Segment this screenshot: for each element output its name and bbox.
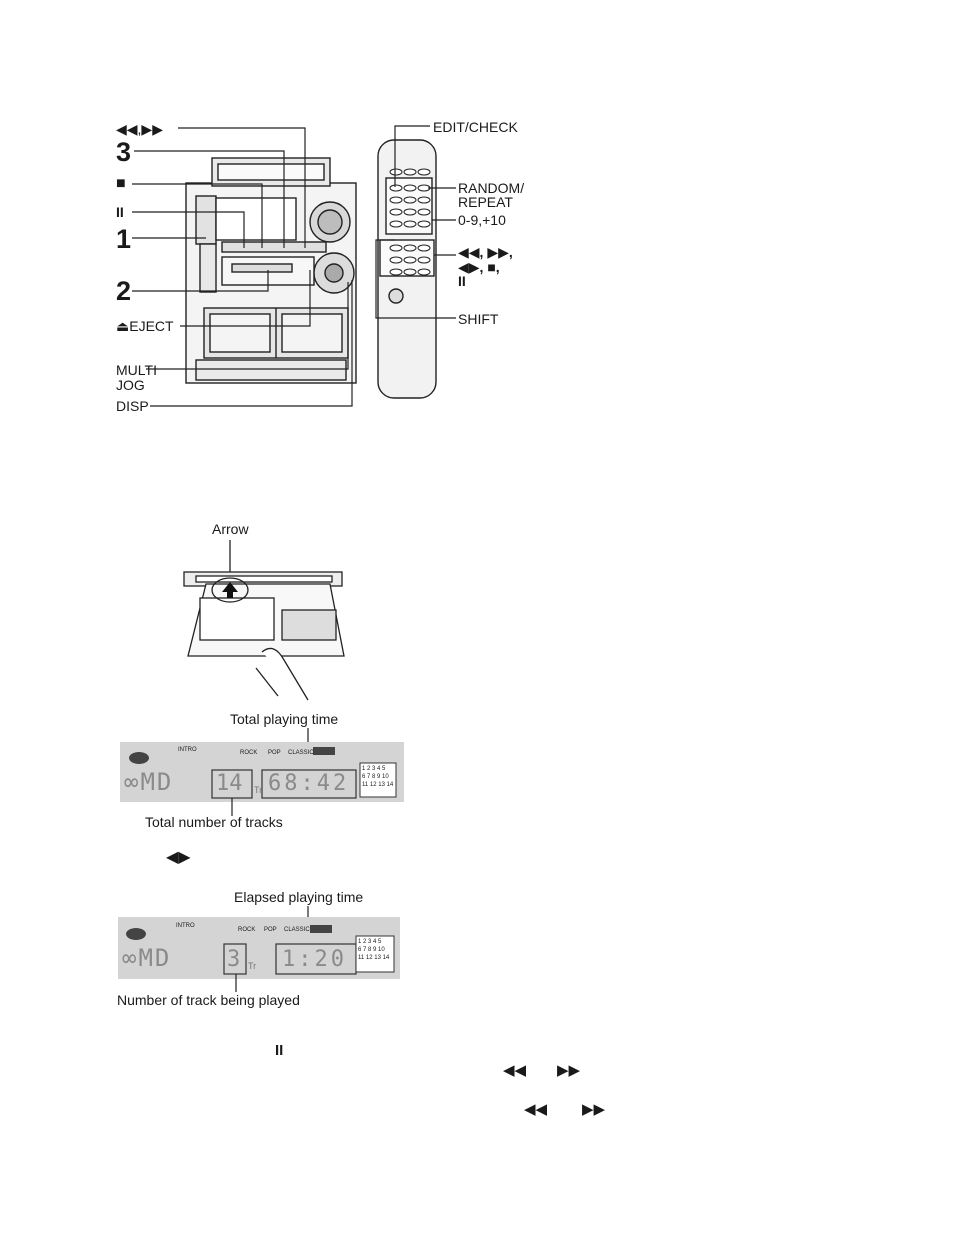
total-tracks-caption: Total number of tracks [145, 814, 283, 830]
disp-label: DISP [116, 398, 149, 414]
lcd-source-text: MD [140, 768, 174, 796]
arrow-icon [222, 582, 238, 598]
lcd-disc-icon: ∞ [124, 768, 141, 796]
lcd-small-label: INTRO [178, 747, 197, 753]
eq-rock-label: ROCK [240, 750, 258, 756]
skip-label: ◀◀,▶▶ [116, 121, 163, 137]
pause-label: II [116, 204, 124, 220]
shift-label: SHIFT [458, 311, 499, 327]
step-1-label: 1 [116, 224, 132, 254]
eq-pop-label: POP [268, 750, 281, 756]
elapsed-playing-time-caption: Elapsed playing time [234, 889, 364, 905]
step-2-label: 2 [116, 276, 132, 306]
edit-check-label: EDIT/CHECK [433, 119, 518, 135]
lcd-current-track: 3 [227, 947, 241, 972]
multi-jog-label-1: MULTI [116, 362, 157, 378]
lcd-md-source: ∞MD [124, 768, 173, 796]
transport-label-1: ◀◀, ▶▶, [458, 244, 513, 260]
forward-icon-2: ▶▶ [582, 1101, 606, 1118]
numbers-label: 0-9,+10 [458, 212, 506, 228]
eject-icon: ⏏ [116, 318, 130, 334]
pause-icon: II [275, 1042, 284, 1059]
lcd-source-text-2: MD [138, 944, 172, 972]
lcd-total-time: 68:42 [268, 771, 350, 796]
grid-row-3: 11 12 13 14 [362, 782, 394, 788]
lcd-track-count: 14 [216, 771, 243, 796]
lcd-small-label-2: INTRO [176, 923, 195, 929]
rewind-icon: ◀◀ [503, 1062, 527, 1079]
grid-row-2b: 6 7 8 9 10 [358, 947, 385, 953]
arrow-caption: Arrow [212, 521, 249, 537]
eq-pop-label-2: POP [264, 927, 277, 933]
multi-jog-label-2: JOG [116, 377, 145, 393]
lcd-elapsed-time: 1:20 [282, 947, 347, 972]
lcd-disc-icon-2: ∞ [122, 944, 139, 972]
grid-row-1b: 1 2 3 4 5 [358, 939, 382, 945]
current-track-caption: Number of track being played [117, 992, 300, 1008]
forward-icon: ▶▶ [557, 1062, 581, 1079]
eq-classic-label-2: CLASSIC [284, 927, 310, 933]
lcd-md-source-2: ∞MD [122, 944, 171, 972]
random-label-1: RANDOM/ [458, 180, 525, 196]
stop-label: ■ [116, 175, 126, 192]
prev-next-icon: ◀▶ [166, 849, 191, 866]
grid-row-2: 6 7 8 9 10 [362, 774, 389, 780]
rewind-icon-2: ◀◀ [524, 1101, 548, 1118]
total-playing-time-caption: Total playing time [230, 711, 339, 727]
eq-rock-label-2: ROCK [238, 927, 256, 933]
grid-row-3b: 11 12 13 14 [358, 955, 390, 961]
step-3-label: 3 [116, 137, 132, 167]
random-label-2: REPEAT [458, 194, 513, 210]
eq-classic-label: CLASSIC [288, 750, 314, 756]
transport-label-3: II [458, 273, 466, 289]
grid-row-1: 1 2 3 4 5 [362, 766, 386, 772]
eject-label: ⏏EJECT [116, 318, 174, 334]
eject-text: EJECT [129, 318, 174, 334]
lcd-tr-label: Tr [254, 785, 263, 795]
lcd-tr-label-2: Tr [248, 961, 257, 971]
transport-label-2: ◀▶, ■, [458, 259, 500, 275]
